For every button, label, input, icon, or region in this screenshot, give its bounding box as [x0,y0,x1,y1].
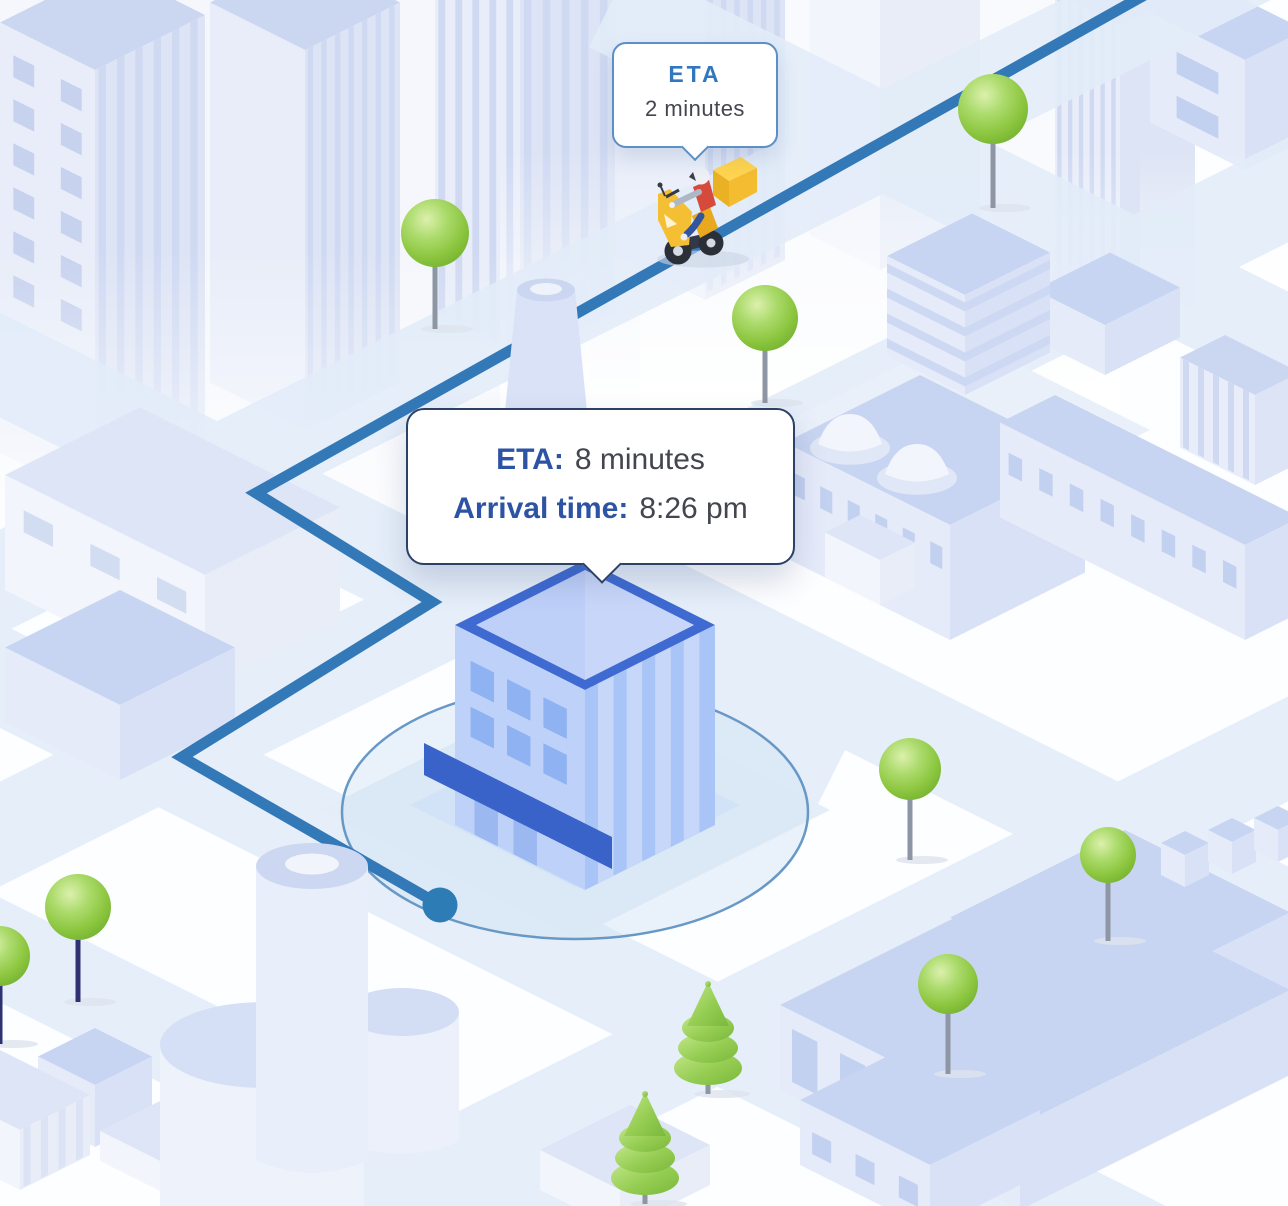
delivery-scooter[interactable] [657,157,757,268]
helmet [692,167,710,185]
arrival-time-label: Arrival time: [453,492,629,525]
destination-eta-row: ETA: 8 minutes [408,435,793,484]
route-endpoint-dot[interactable] [422,887,458,923]
arrival-time-value: 8:26 pm [639,492,748,525]
city-buildings-near [0,213,1288,1206]
ball-tree-icon [1080,827,1146,945]
courier-eta-value: 2 minutes [645,96,745,121]
ball-tree-icon [732,285,803,407]
ball-tree-icon [918,954,986,1078]
pine-tree-icon [674,981,750,1098]
delivery-box [713,157,757,181]
ball-tree-icon [879,738,948,864]
ball-tree-icon [958,74,1031,212]
pine-tree-icon [611,1091,687,1206]
eta-value: 8 minutes [574,443,705,476]
vent-cylinder [256,843,368,1173]
ball-tree-icon [0,926,38,1048]
ball-tree-icon [45,874,116,1006]
ball-tree-icon [401,199,473,333]
destination-building[interactable] [424,560,715,890]
courier-eta-tooltip[interactable]: ETA 2 minutes [612,42,778,148]
eta-label: ETA: [496,443,564,476]
destination-arrival-row: Arrival time: 8:26 pm [408,484,793,533]
courier-eta-title: ETA [668,61,722,87]
courier-rider [693,180,716,212]
destination-eta-tooltip[interactable]: ETA: 8 minutes Arrival time: 8:26 pm [406,408,795,565]
